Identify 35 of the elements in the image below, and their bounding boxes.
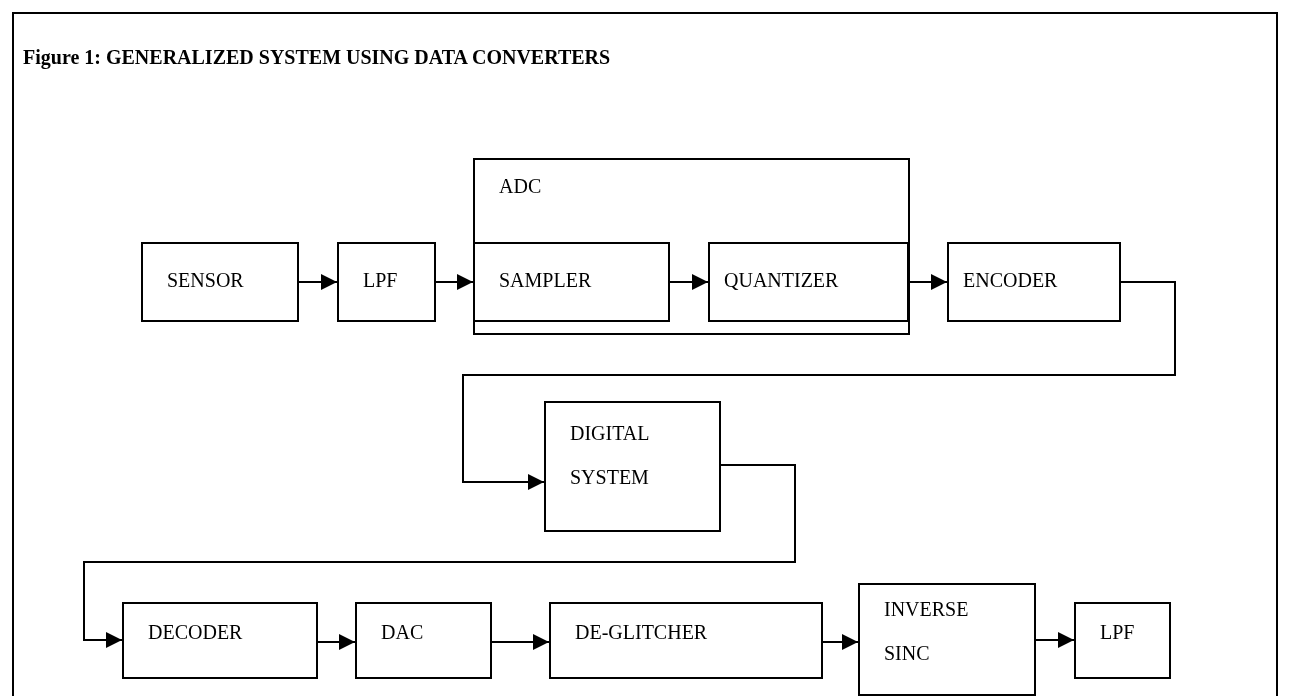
- process-box: [337, 242, 436, 322]
- arrow: [435, 274, 474, 290]
- arrow: [908, 274, 948, 290]
- box-label: ADC: [499, 174, 543, 199]
- arrow: [822, 634, 859, 650]
- process-box: [708, 242, 909, 322]
- process-box: [355, 602, 492, 679]
- arrow: [669, 274, 709, 290]
- process-box: [947, 242, 1121, 322]
- process-box: [544, 401, 721, 532]
- box-label: SENSOR: [167, 268, 245, 293]
- arrow: [317, 634, 356, 650]
- process-box: [1074, 602, 1171, 679]
- process-box: [122, 602, 318, 679]
- box-label: ENCODER: [963, 268, 1059, 293]
- process-box: [141, 242, 299, 322]
- arrow: [491, 634, 550, 650]
- box-label: SAMPLER: [499, 268, 593, 293]
- box-label: LPF: [363, 268, 399, 293]
- group-box: [473, 158, 910, 335]
- process-box: [473, 242, 670, 322]
- box-label: DECODER: [148, 620, 244, 645]
- arrow: [298, 274, 338, 290]
- box-label: INVERSE SINC: [884, 597, 970, 666]
- box-label: DE-GLITCHER: [575, 620, 709, 645]
- box-label: DIGITAL SYSTEM: [570, 421, 650, 490]
- process-box: [549, 602, 823, 679]
- box-label: QUANTIZER: [724, 268, 840, 293]
- box-label: LPF: [1100, 620, 1136, 645]
- arrow: [462, 281, 1176, 490]
- arrow: [1035, 632, 1075, 648]
- figure-title: Figure 1: GENERALIZED SYSTEM USING DATA CONVERTERS: [23, 46, 611, 69]
- process-box: [858, 583, 1036, 696]
- box-label: DAC: [381, 620, 425, 645]
- arrow: [83, 464, 796, 648]
